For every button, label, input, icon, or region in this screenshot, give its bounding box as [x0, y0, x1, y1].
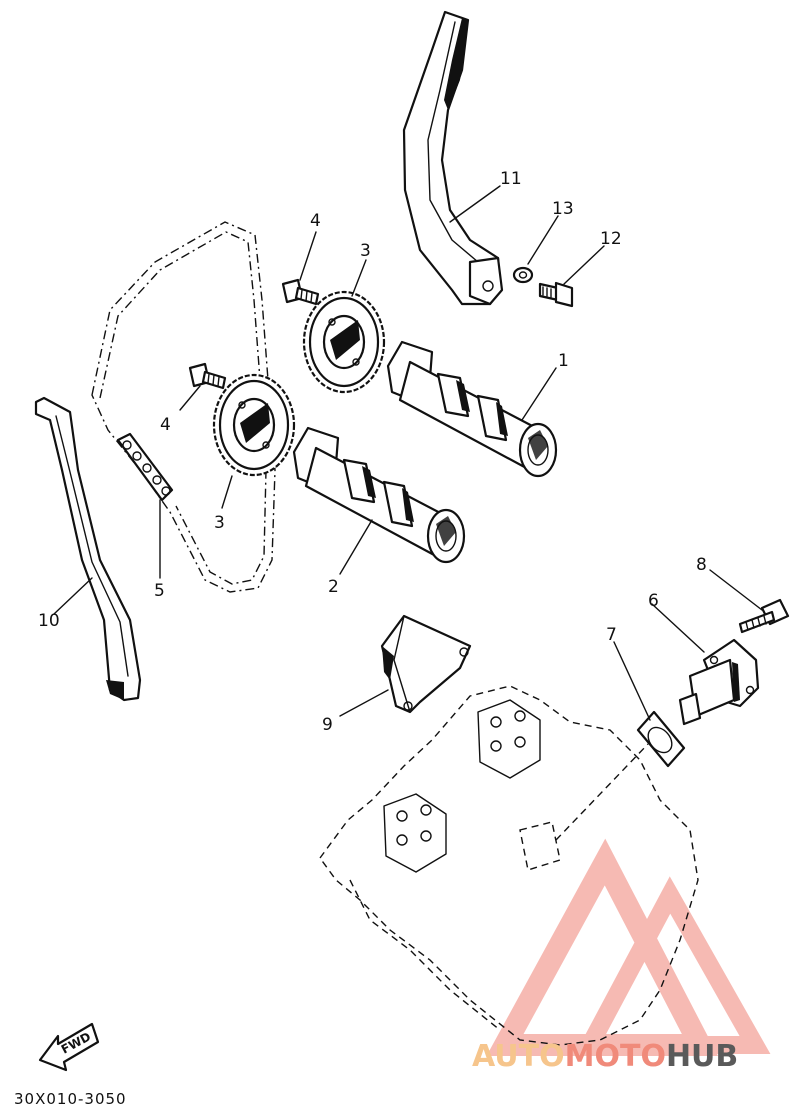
part-3-sprocket-lower: [212, 373, 296, 477]
callout-5: 5: [154, 581, 165, 601]
callout-6: 6: [648, 591, 659, 611]
watermark-logo: [486, 838, 771, 1056]
cylinder-head-outline: [319, 685, 699, 1046]
svg-text:AUTOMOTOHUB: AUTOMOTOHUB: [472, 1039, 738, 1074]
part-8-bolt: [738, 598, 790, 634]
part-7-gasket: [636, 710, 686, 768]
callout-13: 13: [552, 199, 574, 219]
part-6-tensioner: [678, 638, 760, 726]
callout-9: 9: [322, 715, 333, 735]
callout-10: 10: [38, 611, 60, 631]
watermark-part-auto: AUTO: [472, 1039, 565, 1074]
part-3-sprocket-upper: [302, 290, 386, 394]
callout-3-lower: 3: [214, 513, 225, 533]
callout-7: 7: [606, 625, 617, 645]
diagram-code: 30X010-3050: [14, 1090, 127, 1108]
callout-8: 8: [696, 555, 707, 575]
leader-lines: [53, 185, 763, 721]
part-4-bolt-lower: [188, 362, 227, 390]
part-12-bolt: [538, 281, 574, 308]
callout-4-lower: 4: [160, 415, 171, 435]
part-13-washer: [512, 266, 534, 284]
callout-11: 11: [500, 169, 522, 189]
watermark-part-moto: MOTO: [565, 1039, 666, 1074]
fwd-arrow-icon: FWD: [38, 1022, 100, 1072]
callout-4-upper: 4: [310, 211, 321, 231]
part-1-camshaft: [386, 340, 558, 478]
part-5-chain-link: [116, 432, 174, 502]
callout-labels: 1 2 3 3 4 4 5 6 7 8 9 10 11 12 13: [38, 169, 707, 735]
part-4-bolt-upper: [281, 278, 320, 306]
part-9-cover-plate: [380, 614, 472, 714]
part-2-camshaft: [292, 426, 466, 564]
callout-12: 12: [600, 229, 622, 249]
callout-2: 2: [328, 577, 339, 597]
callout-1: 1: [558, 351, 569, 371]
watermark-text: AUTOMOTOHUB: [472, 1039, 738, 1074]
callout-3-upper: 3: [360, 241, 371, 261]
part-11-chain-guide: [402, 10, 504, 306]
part-10-chain-guide: [34, 396, 142, 702]
watermark-part-hub: HUB: [666, 1039, 738, 1074]
